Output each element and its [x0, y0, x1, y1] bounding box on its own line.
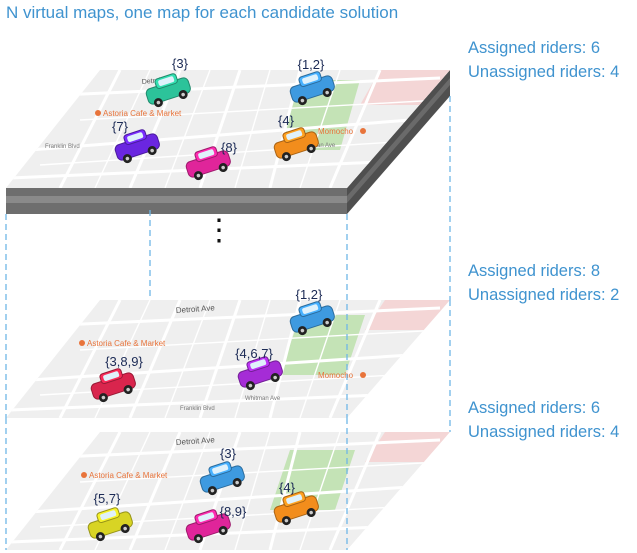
car-rider-label: {8,9}: [220, 504, 247, 519]
map-2-street-detroit: Detroit Ave: [176, 303, 216, 315]
map-1-cafe-pin-icon: [95, 110, 101, 116]
car-rider-label: {4,6,7}: [235, 346, 273, 361]
map-2-street-whitman: Whitman Ave: [245, 396, 281, 402]
car-icon: [237, 356, 283, 391]
map-1-slab-side-stripe: [347, 78, 450, 203]
map-3-cafe-pin-icon: [81, 472, 87, 478]
map-2-poi-cafe: Astoria Cafe & Market: [87, 339, 166, 348]
map-3-assigned: Assigned riders: 6: [468, 399, 601, 417]
map-1-poi-cafe: Astoria Cafe & Market: [103, 109, 182, 118]
car-rider-label: {1,2}: [296, 287, 323, 302]
car-rider-label: {3}: [220, 446, 237, 461]
map-3-street-detroit: Detroit Ave: [176, 435, 216, 447]
ellipsis-icon: ⋮: [204, 214, 234, 247]
car-icon: [289, 301, 335, 336]
car-rider-label: {7}: [112, 119, 129, 134]
map-1-assigned: Assigned riders: 6: [468, 39, 601, 57]
car-rider-label: {1,2}: [298, 57, 325, 72]
map-2: Detroit Ave Franklin Blvd Whitman Ave As…: [6, 300, 450, 418]
map-2-poi-momocho: Momocho: [318, 371, 354, 380]
map-1-unassigned: Unassigned riders: 4: [468, 63, 620, 81]
connector-lines: [5, 96, 451, 550]
car-icon: [199, 461, 245, 496]
car-rider-label: {4}: [278, 113, 295, 128]
map-1-stats: Assigned riders: 6 Unassigned riders: 4: [468, 36, 619, 84]
car-rider-label: {4}: [279, 480, 296, 495]
map-2-stats: Assigned riders: 8 Unassigned riders: 2: [468, 259, 619, 307]
map-3-poi-cafe: Astoria Cafe & Market: [89, 471, 168, 480]
map-1-street-franklin: Franklin Blvd: [45, 144, 80, 150]
map-2-momocho-pin-icon: [360, 372, 366, 378]
car-icon: [185, 146, 231, 181]
map-1-momocho-pin-icon: [360, 128, 366, 134]
map-1-poi-momocho: Momocho: [318, 127, 354, 136]
cars-layer: {3} {1,2} {7} {8} {4} {1,2} {3,8,9} {4,6,7} {3} {…: [87, 56, 335, 544]
car-icon: [145, 73, 191, 108]
map-1: Detroit Ave Franklin Blvd Whitman Ave As…: [6, 70, 450, 214]
car-rider-label: {3,8,9}: [105, 354, 143, 369]
map-2-unassigned: Unassigned riders: 2: [468, 286, 620, 304]
car-icon: [114, 129, 160, 164]
map-3-unassigned: Unassigned riders: 4: [468, 423, 620, 441]
map-2-street-franklin: Franklin Blvd: [180, 406, 215, 412]
car-icon: [87, 507, 133, 542]
map-2-assigned: Assigned riders: 8: [468, 262, 601, 280]
map-1-street-whitman: Whitman Ave: [300, 143, 336, 149]
car-icon: [273, 127, 319, 162]
map-3-stats: Assigned riders: 6 Unassigned riders: 4: [468, 396, 619, 444]
car-rider-label: {8}: [221, 140, 238, 155]
car-icon: [185, 509, 231, 544]
car-icon: [90, 368, 136, 403]
car-icon: [289, 71, 335, 106]
car-rider-label: {3}: [172, 56, 189, 71]
map-2-cafe-pin-icon: [79, 340, 85, 346]
car-icon: [273, 491, 319, 526]
map-1-slab-stripe: [6, 196, 347, 203]
car-rider-label: {5,7}: [94, 491, 121, 506]
diagram-title: N virtual maps, one map for each candida…: [6, 3, 399, 22]
